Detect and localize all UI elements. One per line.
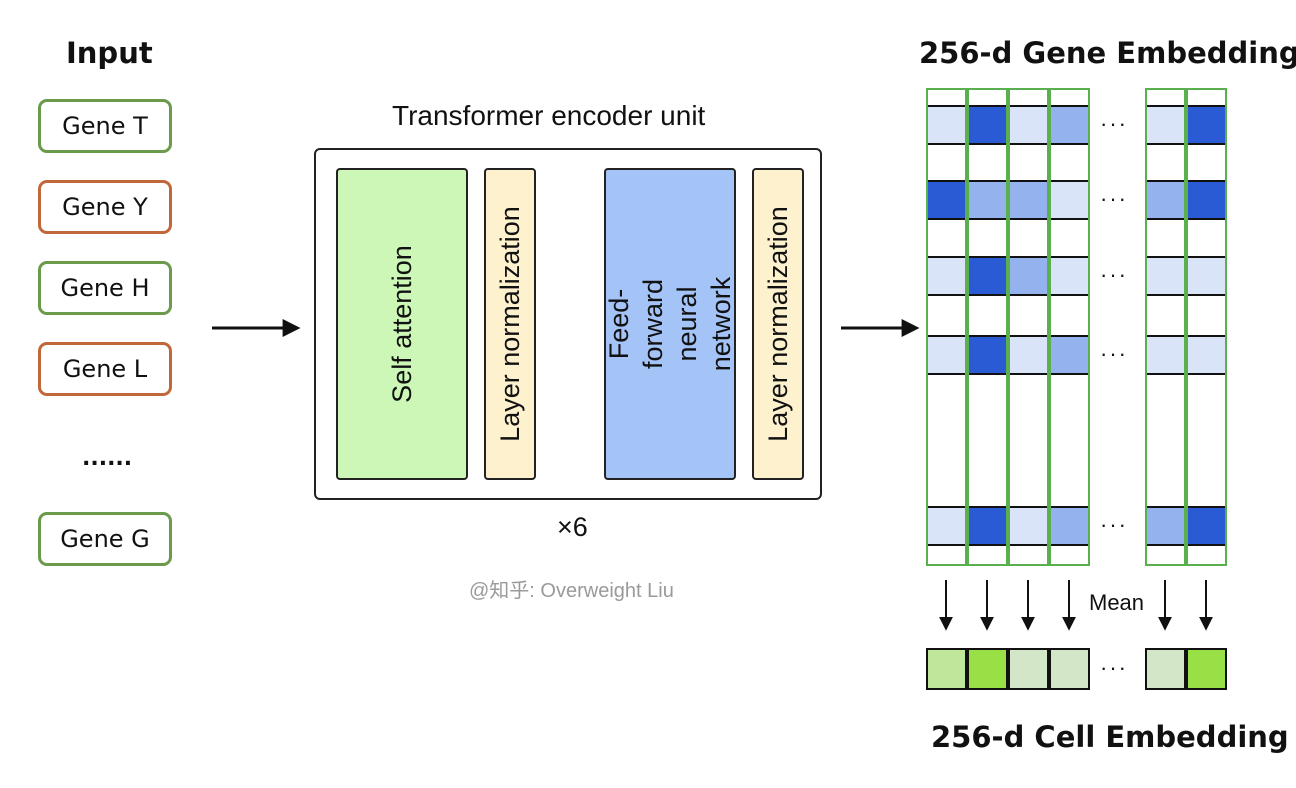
gene-embedding-ellipsis: ···: [1100, 341, 1128, 366]
embedding-column-outline: [1145, 88, 1186, 566]
cell-embedding-cell: [926, 648, 967, 690]
gene-box: Gene H: [38, 261, 172, 315]
gene-box: Gene L: [38, 342, 172, 396]
gene-embedding-cell: [1008, 256, 1049, 296]
gene-label: Gene T: [62, 112, 148, 140]
watermark: @知乎: Overweight Liu: [469, 580, 674, 602]
self-attention-label: Self attention: [387, 245, 417, 403]
gene-embedding-cell: [926, 105, 967, 145]
embedding-column-outline: [1186, 88, 1227, 566]
input-title: Input: [66, 36, 153, 70]
gene-embedding-ellipsis: ···: [1100, 186, 1128, 211]
gene-embedding-cell: [967, 180, 1008, 220]
layer-norm-block-1: Layer normalization: [484, 168, 536, 480]
embedding-column-outline: [1008, 88, 1049, 566]
cell-embedding-cell: [1008, 648, 1049, 690]
cell-embedding-cell: [1186, 648, 1227, 690]
gene-embedding-cell: [1186, 180, 1227, 220]
layer-norm-label-2: Layer normalization: [763, 206, 793, 442]
cell-embedding-cell: [967, 648, 1008, 690]
cell-embedding-cell: [1049, 648, 1090, 690]
embedding-column-outline: [967, 88, 1008, 566]
cell-embedding-cell: [1145, 648, 1186, 690]
layer-norm-label-1: Layer normalization: [495, 206, 525, 442]
mean-label: Mean: [1089, 590, 1145, 615]
gene-embedding-ellipsis: ···: [1100, 111, 1128, 136]
gene-embedding-title: 256-d Gene Embedding: [919, 36, 1296, 70]
gene-box: Gene T: [38, 99, 172, 153]
gene-embedding-cell: [926, 506, 967, 546]
layer-norm-block-2: Layer normalization: [752, 168, 804, 480]
gene-label: Gene Y: [62, 193, 148, 221]
repeat-label: ×6: [557, 512, 588, 542]
gene-list-ellipsis: ......: [82, 446, 133, 471]
embedding-column-outline: [1049, 88, 1090, 566]
gene-embedding-cell: [967, 256, 1008, 296]
gene-label: Gene G: [60, 525, 150, 553]
gene-box: Gene Y: [38, 180, 172, 234]
cell-embedding-title: 256-d Cell Embedding: [931, 720, 1289, 754]
gene-embedding-cell: [926, 335, 967, 375]
self-attention-block: Self attention: [336, 168, 468, 480]
gene-box-last: Gene G: [38, 512, 172, 566]
embedding-column-outline: [926, 88, 967, 566]
gene-embedding-ellipsis: ···: [1100, 262, 1128, 287]
gene-embedding-ellipsis: ···: [1100, 512, 1128, 537]
gene-label: Gene H: [60, 274, 150, 302]
gene-embedding-cell: [967, 105, 1008, 145]
encoder-title: Transformer encoder unit: [392, 100, 706, 131]
gene-label: Gene L: [62, 355, 148, 383]
feed-forward-label: Feed-forward neural network: [604, 276, 736, 372]
cell-embedding-ellipsis: ···: [1100, 655, 1128, 680]
feed-forward-block: Feed-forward neural network: [604, 168, 736, 480]
